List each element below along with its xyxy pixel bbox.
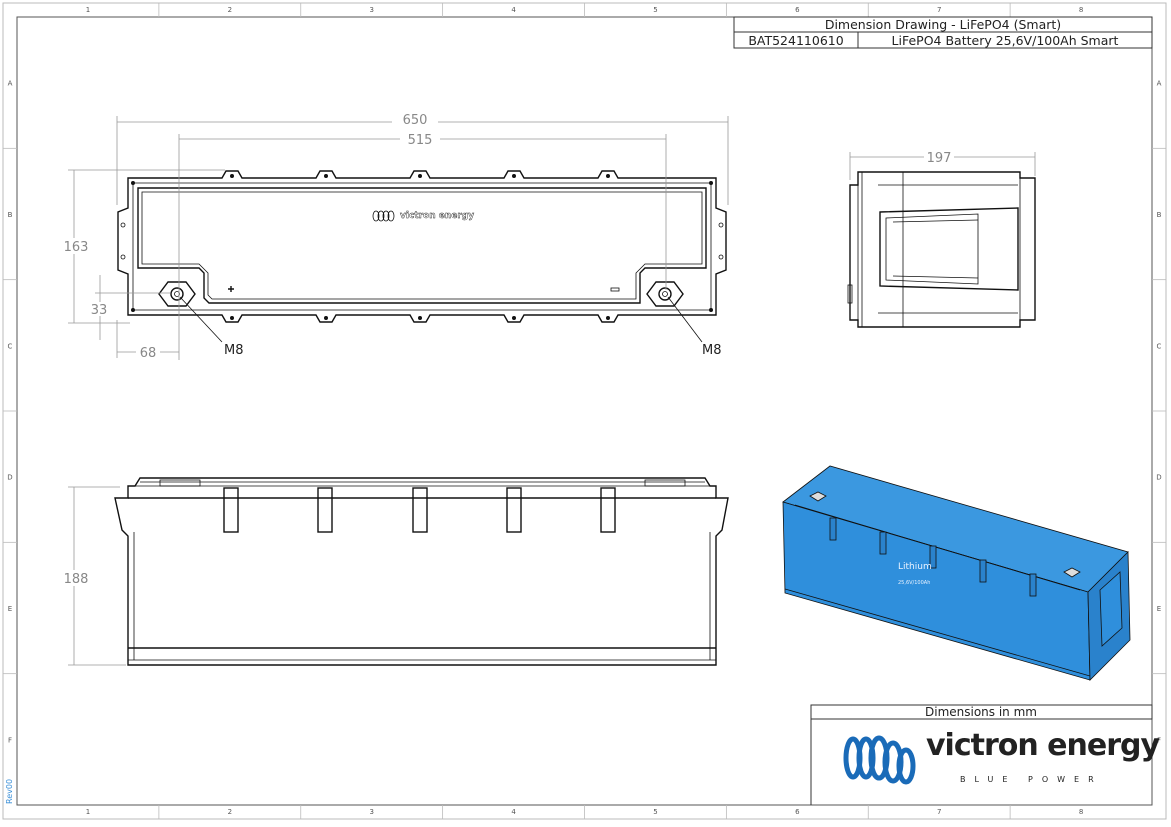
grid-row-label: C	[8, 342, 13, 350]
units-box	[810, 704, 1153, 720]
grid-row-label: C	[1157, 342, 1162, 350]
side-view: 197	[847, 150, 1036, 328]
grid-row-label: D	[1156, 474, 1161, 482]
thread-label-right: M8	[702, 343, 722, 358]
inner-frame	[16, 16, 1153, 806]
grid-column-label: 5	[653, 808, 657, 816]
grid-row-label: A	[8, 80, 13, 88]
part-description: LiFePO4 Battery 25,6V/100Ah Smart	[892, 33, 1119, 48]
grid-row-label: A	[1157, 80, 1162, 88]
top-logo-text: victron energy	[400, 211, 474, 221]
victron-logo: victron energy BLUE POWER	[843, 728, 1161, 785]
grid-row-label: F	[8, 736, 12, 744]
grid-row-label: F	[1157, 736, 1161, 744]
thread-label-left: M8	[224, 343, 244, 358]
dim-terminal-offset-y: 33	[91, 303, 108, 318]
grid-row-label: D	[7, 474, 12, 482]
grid-column-label: 4	[511, 6, 516, 14]
grid-column-label: 3	[369, 6, 373, 14]
top-view: victron energy	[117, 170, 727, 343]
isometric-battery-render: Lithium 25,6V/100Ah	[782, 465, 1131, 681]
grid-column-label: 2	[228, 6, 232, 14]
dim-height: 188	[64, 572, 89, 587]
grid-column-label: 7	[937, 6, 941, 14]
label-lithium: Lithium	[898, 562, 932, 572]
grid-column-label: 1	[86, 808, 90, 816]
dim-side-width: 197	[927, 151, 952, 166]
plus-symbol	[228, 286, 234, 292]
drawing-title: Dimension Drawing - LiFePO4 (Smart)	[825, 17, 1061, 32]
grid-column-label: 3	[369, 808, 373, 816]
grid-row-label: B	[1157, 211, 1162, 219]
grid-row-label: E	[8, 605, 12, 613]
top-view-dimensions: 650 515 163 33 68 M8 M8	[60, 113, 729, 361]
dim-terminal-spacing: 515	[408, 133, 433, 148]
grid-column-label: 5	[653, 6, 657, 14]
grid-column-label: 4	[511, 808, 516, 816]
dim-length: 650	[403, 113, 428, 128]
grid-column-label: 1	[86, 6, 90, 14]
units-note: Dimensions in mm	[925, 705, 1037, 719]
grid-column-label: 2	[228, 808, 232, 816]
front-view: 188	[60, 477, 729, 666]
logo-text: victron energy	[926, 728, 1160, 763]
minus-symbol	[610, 287, 620, 292]
revision-label: Rev00	[5, 779, 14, 804]
title-block: Dimension Drawing - LiFePO4 (Smart) BAT5…	[733, 16, 1153, 49]
grid-column-label: 7	[937, 808, 941, 816]
grid-ticks	[3, 3, 1166, 819]
grid-row-label: E	[1157, 605, 1161, 613]
part-number: BAT524110610	[748, 33, 843, 48]
grid-column-label: 8	[1079, 6, 1083, 14]
dim-terminal-offset-x: 68	[140, 346, 157, 361]
grid-column-label: 6	[795, 808, 800, 816]
logo-tagline: BLUE POWER	[960, 775, 1103, 784]
grid-row-label: B	[8, 211, 13, 219]
top-logo: victron energy	[372, 210, 474, 222]
label-rating: 25,6V/100Ah	[898, 580, 930, 586]
grid-column-label: 8	[1079, 808, 1083, 816]
grid-column-label: 6	[795, 6, 800, 14]
dim-width: 163	[64, 240, 89, 255]
